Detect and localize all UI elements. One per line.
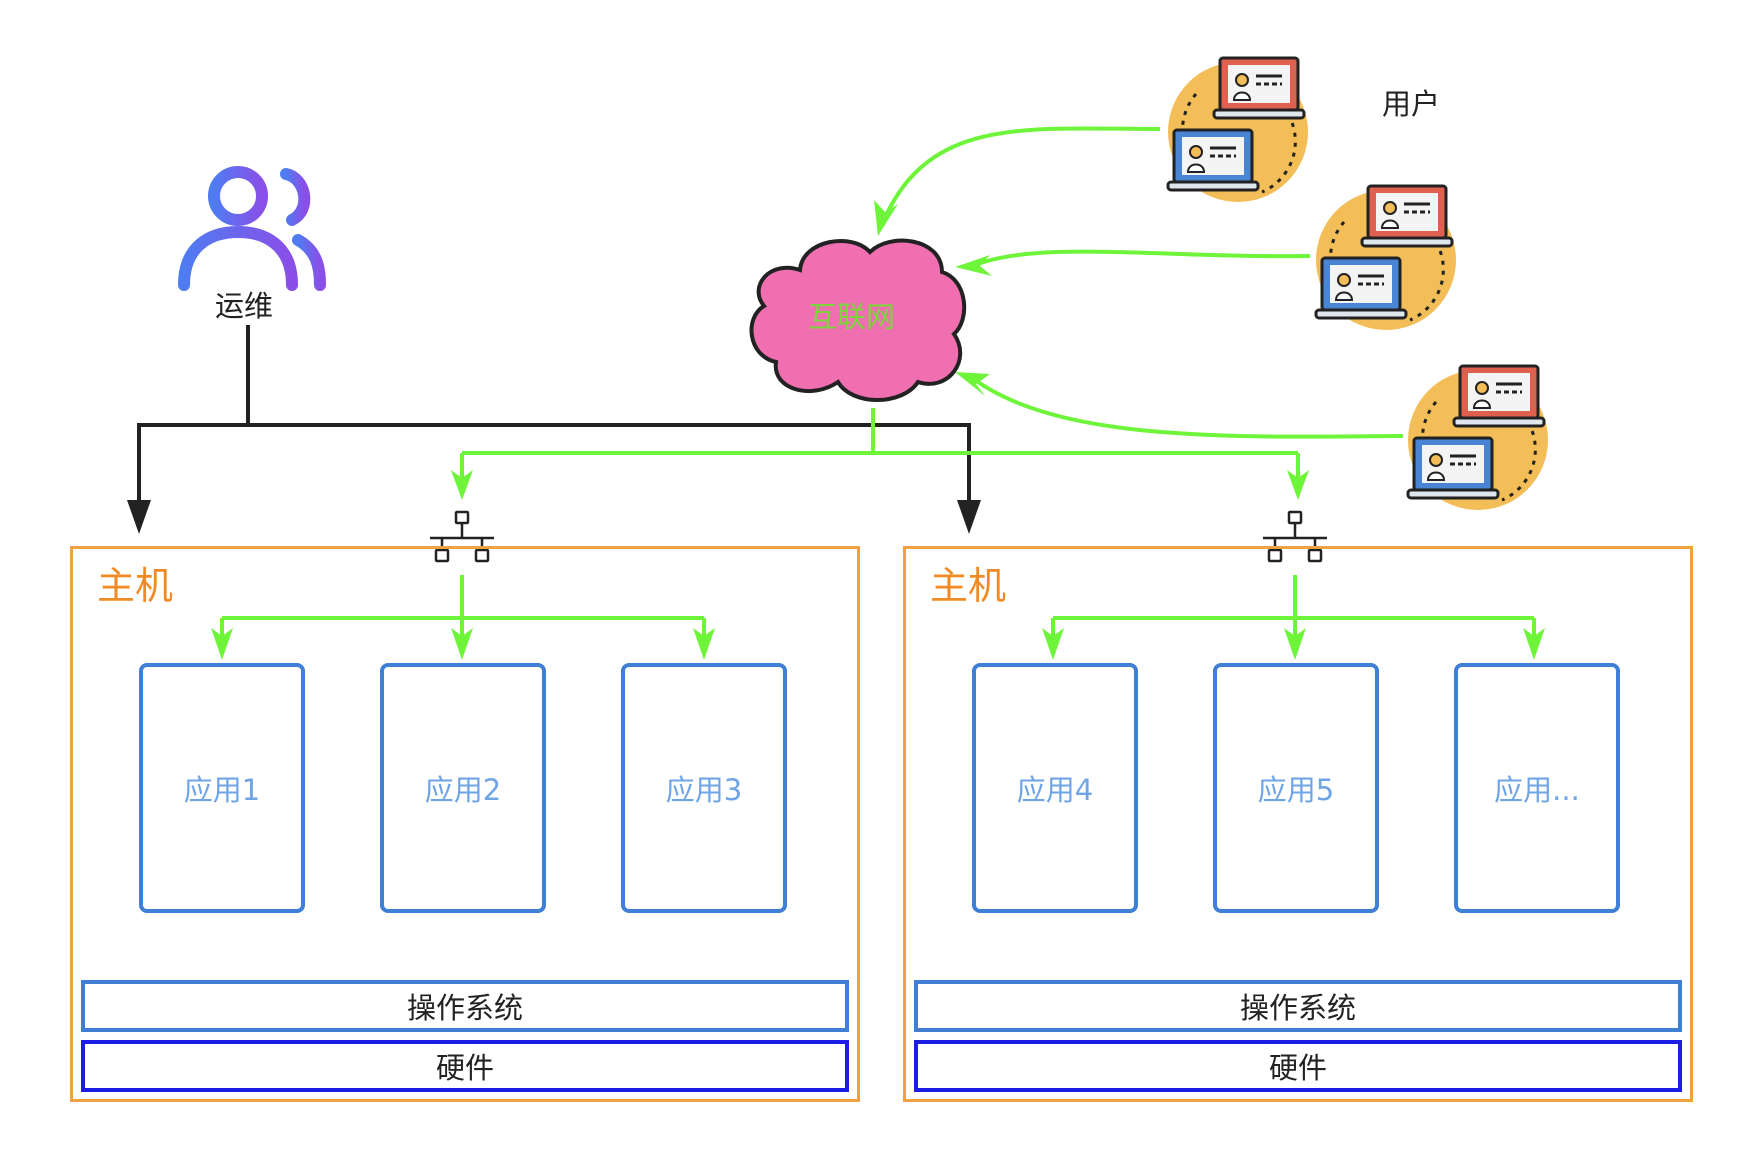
app-box: 应用1 [139,663,305,913]
host1-arrowheads [211,628,715,660]
user-group-icon [1314,184,1456,330]
host-label: 主机 [97,564,174,608]
laptop-icon [1212,56,1306,120]
app-label: 应用5 [1257,773,1335,807]
laptop-icon [1360,184,1454,248]
user-connectors [882,126,1404,439]
hardware-layer: 硬件 [81,1040,849,1092]
user-group-icon [1166,56,1308,202]
app-box: 应用2 [380,663,546,913]
app-box: 应用... [1454,663,1620,913]
app-label: 应用2 [424,773,502,807]
internet-connector [460,408,1300,485]
app-box: 应用5 [1213,663,1379,913]
laptop-icon [1406,436,1500,500]
host-box: 主机 [903,546,1693,1102]
users-label: 用户 [1382,87,1441,121]
internet-arrowheads [451,470,1309,500]
ops-team-icon [178,166,326,291]
ops-arrowheads [127,500,981,534]
user-group-icon [1406,364,1548,510]
host2-arrowheads [1042,628,1545,660]
app-label: 应用3 [665,773,743,807]
hardware-layer: 硬件 [914,1040,1682,1092]
os-label: 操作系统 [1239,991,1356,1025]
hardware-label: 硬件 [1268,1051,1327,1085]
host-label: 主机 [930,564,1007,608]
user-arrowheads [874,200,992,396]
app-box: 应用3 [621,663,787,913]
app-label: 应用1 [183,773,261,807]
hardware-label: 硬件 [435,1051,494,1085]
laptop-icon [1452,364,1546,428]
host-box: 主机 [70,546,860,1102]
os-layer: 操作系统 [81,980,849,1032]
app-box: 应用4 [972,663,1138,913]
app-label: 应用4 [1016,773,1094,807]
app-label: 应用... [1494,773,1580,807]
switch-icon-host1 [430,510,494,563]
laptop-icon [1166,128,1260,192]
switch-icon-host2 [1263,510,1327,563]
os-label: 操作系统 [406,991,523,1025]
os-layer: 操作系统 [914,980,1682,1032]
ops-label: 运维 [215,289,274,323]
cloud-icon [749,238,967,402]
internet-label: 互联网 [808,300,896,334]
laptop-icon [1314,256,1408,320]
